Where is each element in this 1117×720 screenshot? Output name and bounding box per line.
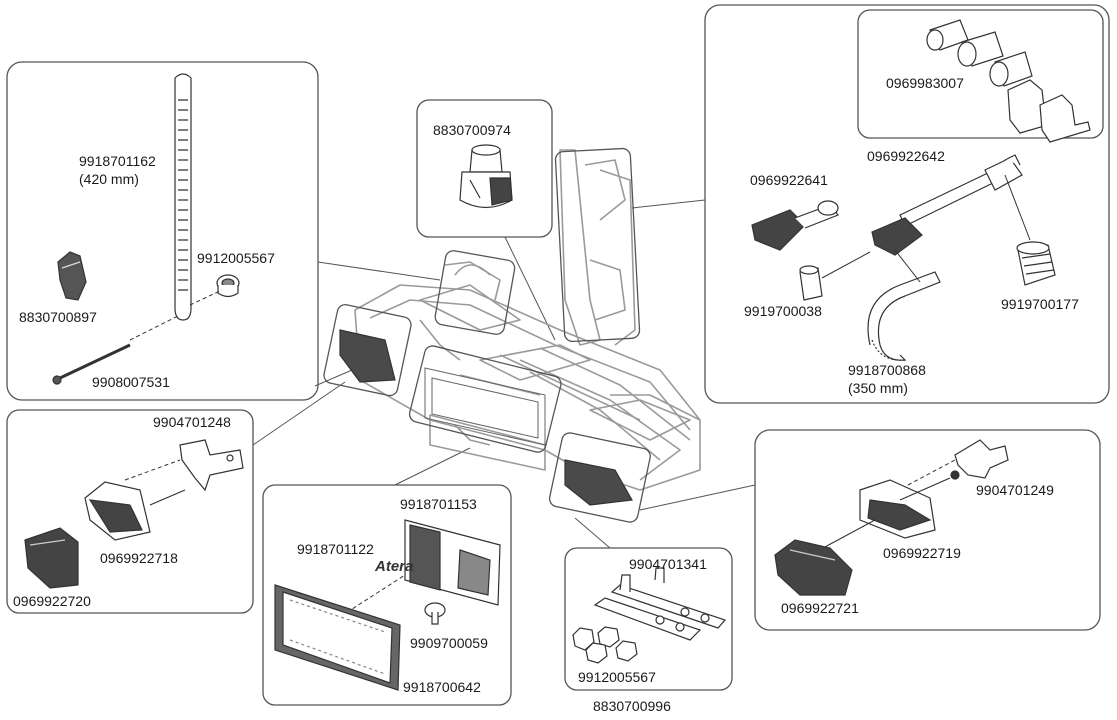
rubber-part (799, 265, 823, 301)
highlight-frame (434, 250, 516, 335)
dashed-line (189, 289, 223, 306)
part-number-knob: 8830700974 (433, 122, 511, 138)
mounting-plates-part (593, 567, 727, 641)
connector-line (504, 236, 556, 341)
bolt-part (52, 343, 131, 385)
highlight-frames (323, 147, 651, 523)
short-strap-part (867, 271, 941, 361)
panel-arm-locks (704, 4, 1110, 404)
plate-holder-part (404, 519, 501, 606)
part-number-knob-ring: 9919700177 (1001, 296, 1079, 312)
part-length-strap-short: (350 mm) (848, 380, 908, 396)
center-lamp-right (564, 459, 633, 506)
part-number-lens-right: 0969922721 (781, 600, 859, 616)
lens-right-part (774, 539, 853, 596)
part-number-bracket-mid: 9904701341 (629, 556, 707, 572)
leader-line (821, 251, 871, 279)
highlight-frame (548, 432, 651, 523)
bike-carrier-illustration (354, 149, 701, 491)
lock-cylinders-part (926, 19, 1091, 143)
leader-line (894, 249, 921, 283)
part-number-lamp-left: 0969922718 (100, 550, 178, 566)
brand-logo: Atera (374, 558, 413, 575)
connector-line (631, 199, 706, 209)
cap-part (216, 274, 240, 298)
connector-line (639, 484, 756, 511)
connector-line (314, 369, 353, 387)
part-number-plate-set: 8830700996 (593, 698, 671, 714)
highlight-frame (323, 304, 412, 397)
panel-plate: Atera (262, 484, 512, 706)
panel-frame-inner (857, 9, 1104, 139)
dashed-line (124, 459, 181, 481)
connector-lines (252, 199, 756, 549)
center-lamp-left (339, 329, 396, 383)
part-number-bracket-right: 9904701249 (976, 482, 1054, 498)
part-number-lamp-right: 0969922719 (883, 545, 961, 561)
panel-frame (564, 547, 733, 691)
panel-lamp-left (6, 409, 254, 614)
center-plate (424, 367, 546, 446)
dashed-line (907, 459, 956, 486)
bracket-left-part (179, 439, 244, 492)
long-strap-part (174, 73, 192, 321)
connector-line (317, 261, 441, 281)
panel-knob (416, 99, 553, 238)
connector-line (394, 447, 471, 486)
plate-frame-part (274, 584, 401, 691)
dashed-line (129, 314, 181, 341)
panel-lamp-right (754, 429, 1101, 631)
lens-left-part (24, 527, 79, 589)
part-length-strap-long: (420 mm) (79, 171, 139, 187)
panel-strap-clip (6, 61, 319, 401)
bracket-right-part (950, 439, 1009, 480)
part-number-plate-frame: 9918700642 (403, 679, 481, 695)
panel-frame (754, 429, 1101, 631)
part-number-strap-long: 9918701162 (79, 153, 156, 169)
part-number-bracket-left: 9904701248 (153, 414, 231, 430)
connector-line (252, 381, 346, 446)
part-number-clamp: 0969922641 (750, 172, 828, 188)
part-number-plate-clip: 9918701122 (297, 541, 374, 557)
nuts-part (572, 626, 638, 664)
highlight-frame (408, 345, 562, 453)
panel-nuts (564, 547, 733, 691)
clip-part (57, 251, 87, 301)
leader-line (1004, 174, 1031, 241)
panel-frame (704, 4, 1110, 404)
part-number-plate-holder: 9918701153 (400, 496, 477, 512)
knob-ring-part (1016, 241, 1056, 286)
part-number-lock-cylinders: 0969983007 (886, 75, 964, 91)
clamp-part (751, 200, 839, 251)
part-number-rubber: 9919700038 (744, 303, 822, 319)
knob-part (459, 144, 513, 209)
part-number-fastener: 9909700059 (410, 635, 488, 651)
part-number-bolt: 9908007531 (92, 374, 170, 390)
panel-frame (262, 484, 512, 706)
part-number-lens-left: 0969922720 (13, 593, 91, 609)
connector-line (574, 517, 611, 549)
lamp-left-part (84, 481, 186, 541)
part-number-cap: 9912005567 (197, 250, 275, 266)
highlight-frame (554, 147, 641, 343)
panel-frame (416, 99, 553, 238)
fastener-part (424, 602, 446, 625)
part-number-arm: 0969922642 (867, 148, 945, 164)
panel-frame (6, 409, 254, 614)
part-number-nuts: 9912005567 (578, 669, 656, 685)
panel-frame (6, 61, 319, 401)
clamp2-part (871, 217, 923, 256)
arm-part (899, 154, 1023, 227)
part-number-strap-short: 9918700868 (848, 362, 926, 378)
lamp-right-part (859, 477, 951, 539)
part-number-clip: 8830700897 (19, 309, 97, 325)
